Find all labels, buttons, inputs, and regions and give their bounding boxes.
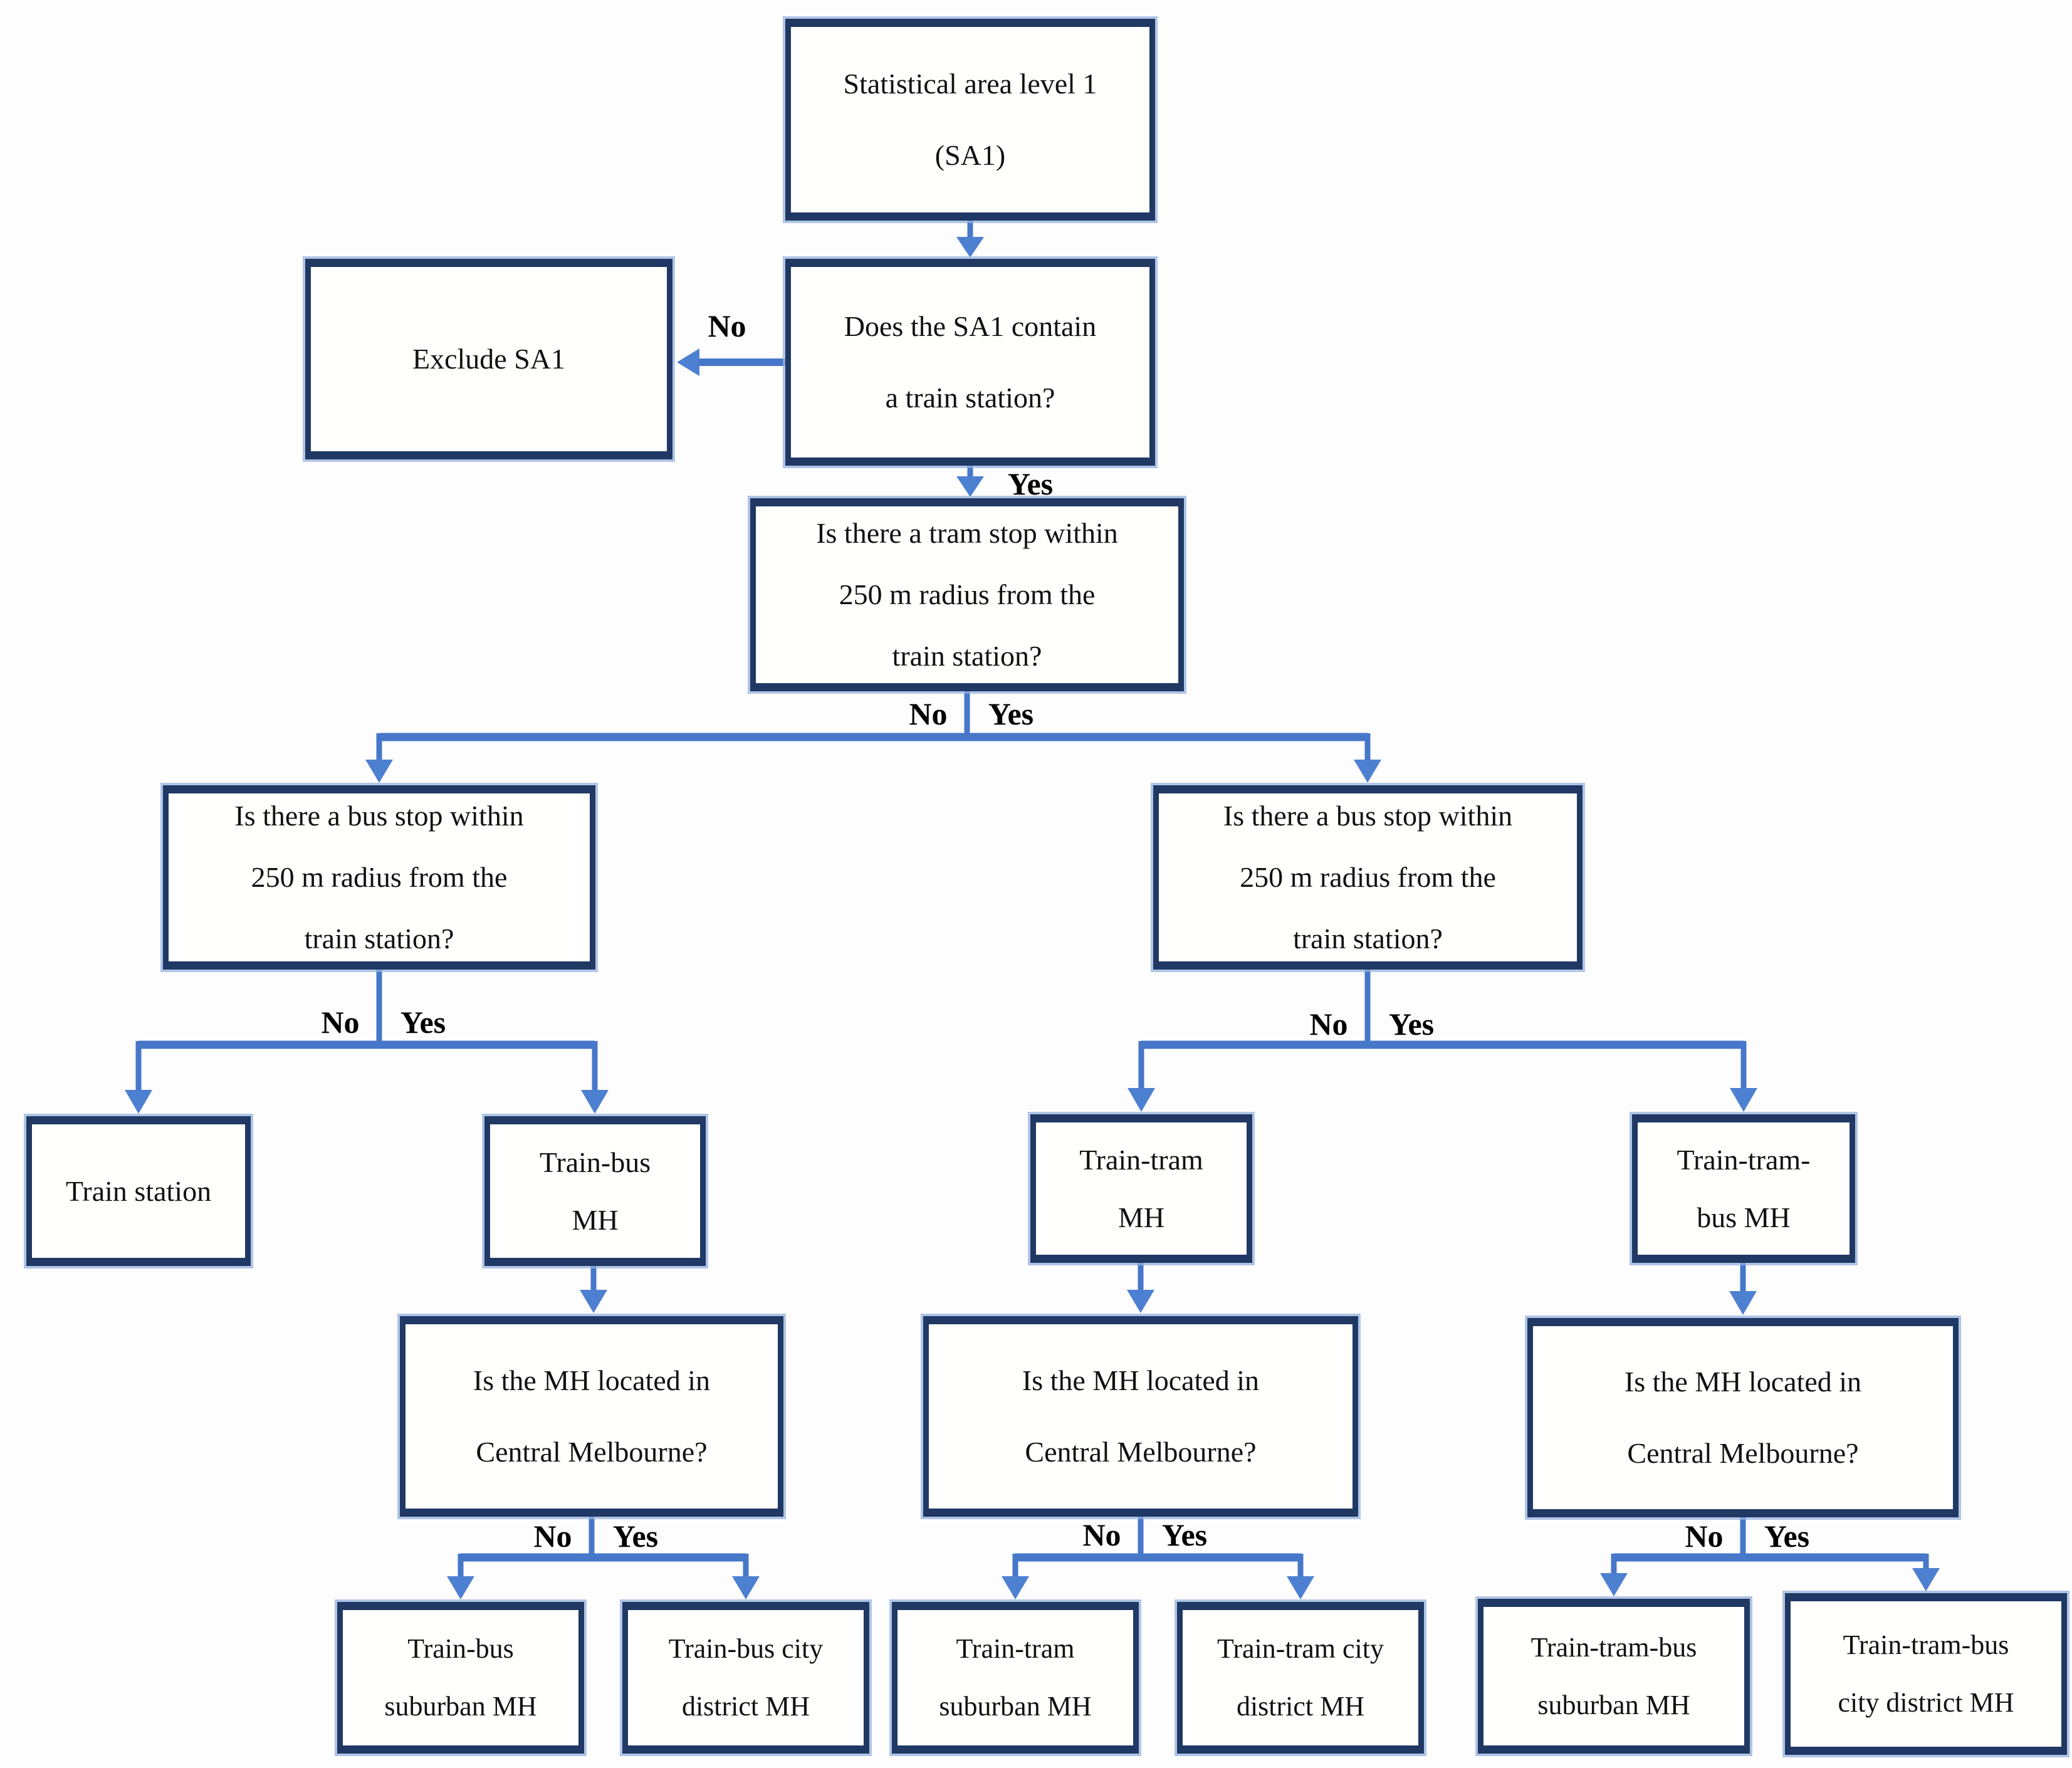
node-exclude-sa1: Exclude SA1	[303, 256, 675, 462]
branch-qcm-left	[447, 1517, 760, 1599]
node-train-tram-suburban-mh: Train-tram suburban MH	[889, 1599, 1141, 1756]
edge-label-yes-tram: Yes	[988, 696, 1034, 731]
edge-label-yes-cm-mid: Yes	[1161, 1517, 1208, 1552]
node-train-tram-bus-mh: Train-tram- bus MH	[1630, 1112, 1858, 1265]
node-sa1: Statistical area level 1 (SA1)	[783, 16, 1158, 223]
node-train-tram-bus-suburban-mh: Train-tram-bus suburban MH	[1475, 1596, 1752, 1756]
edge-label-yes-bus-right: Yes	[1388, 1007, 1435, 1042]
arrow-trainbus-to-qcm	[580, 1266, 607, 1313]
node-question-tram-stop: Is there a tram stop within 250 m radius…	[748, 496, 1186, 694]
branch-qbus-right	[1128, 970, 1757, 1112]
edge-label-yes-train: Yes	[1007, 466, 1054, 501]
edge-label-no-bus-right: No	[1309, 1007, 1348, 1042]
node-train-tram-mh: Train-tram MH	[1028, 1112, 1255, 1265]
arrow-qtrain-to-exclude	[677, 348, 785, 376]
node-train-tram-city-district-mh: Train-tram city district MH	[1175, 1599, 1426, 1756]
edge-label-no-cm-left: No	[533, 1519, 572, 1554]
edge-label-yes-cm-right: Yes	[1764, 1519, 1810, 1554]
node-train-bus-suburban-mh: Train-bus suburban MH	[335, 1599, 587, 1756]
node-question-central-melbourne-mid: Is the MH located in Central Melbourne?	[921, 1314, 1361, 1519]
branch-qcm-mid	[1002, 1517, 1314, 1599]
edge-label-no-cm-right: No	[1685, 1519, 1724, 1554]
edge-label-no-exclude: No	[708, 308, 746, 343]
edge-label-yes-bus-left: Yes	[400, 1005, 446, 1040]
node-train-bus-mh: Train-bus MH	[482, 1114, 708, 1268]
arrow-traintrambus-to-qcm	[1729, 1263, 1757, 1315]
arrow-qtrain-to-qtram	[956, 466, 984, 497]
edge-label-no-bus-left: No	[321, 1005, 360, 1040]
edge-label-no-tram: No	[909, 696, 948, 731]
arrow-traintram-to-qcm	[1127, 1263, 1154, 1313]
edge-label-no-cm-mid: No	[1082, 1517, 1121, 1552]
node-question-central-melbourne-right: Is the MH located in Central Melbourne?	[1525, 1316, 1961, 1520]
branch-qbus-left	[125, 970, 609, 1114]
node-question-bus-stop-right: Is there a bus stop within 250 m radius …	[1151, 783, 1585, 972]
edge-label-yes-cm-left: Yes	[612, 1519, 659, 1554]
node-train-tram-bus-city-district-mh: Train-tram-bus city district MH	[1782, 1591, 2069, 1757]
arrow-sa1-to-qtrain	[956, 221, 984, 258]
branch-qtram	[365, 691, 1381, 783]
node-question-bus-stop-left: Is there a bus stop within 250 m radius …	[160, 783, 598, 972]
node-question-train-station: Does the SA1 contain a train station?	[783, 256, 1158, 468]
node-question-central-melbourne-left: Is the MH located in Central Melbourne?	[397, 1314, 786, 1519]
node-train-bus-city-district-mh: Train-bus city district MH	[620, 1599, 872, 1756]
node-train-station: Train station	[24, 1114, 253, 1268]
